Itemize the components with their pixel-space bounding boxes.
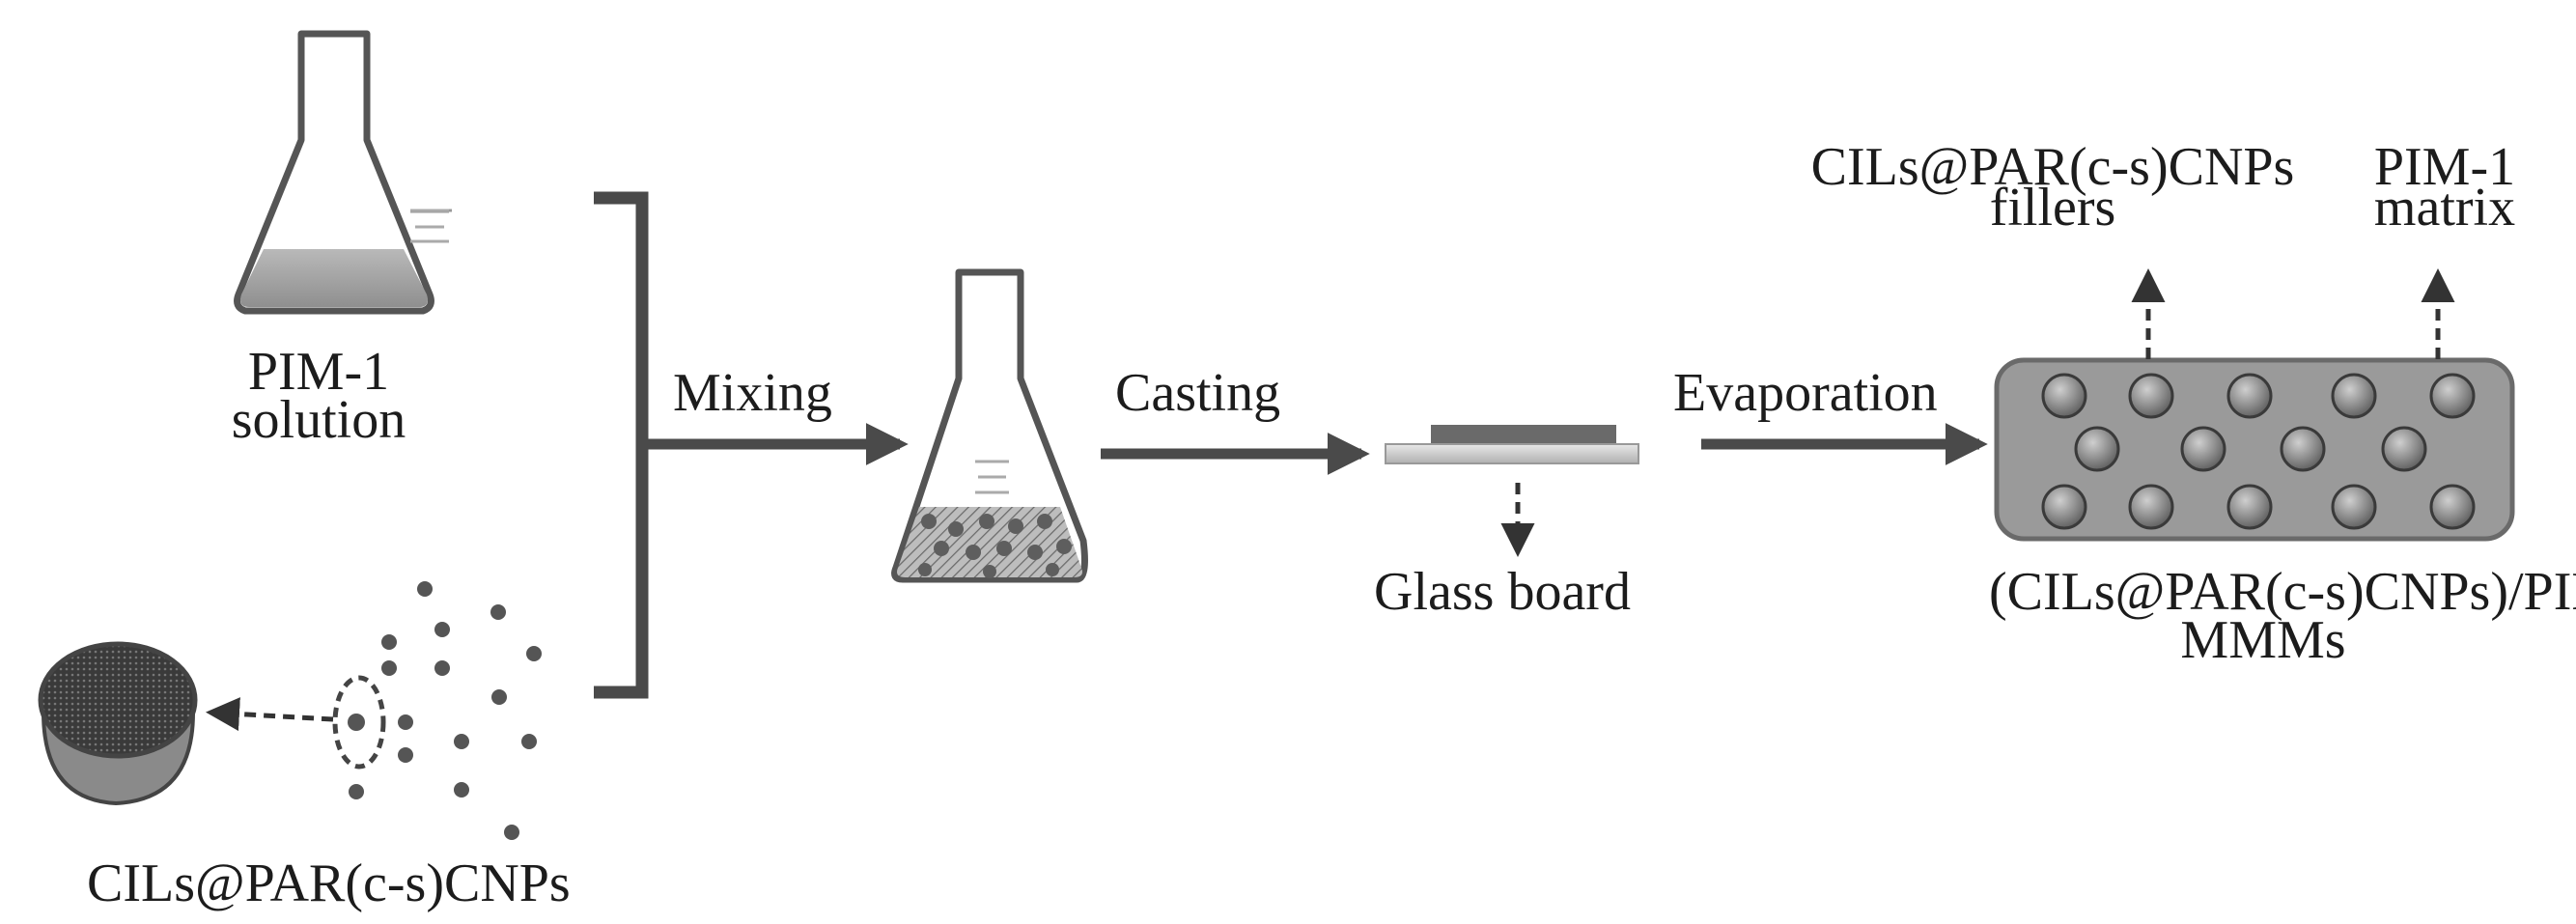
pim-solution-label: PIM-1 solution [203, 342, 434, 450]
membrane-line1: (CILs@PAR(c-s)CNPs)/PIM [1989, 562, 2576, 622]
particle-highlight-ring [332, 675, 386, 770]
evaporation-label: Evaporation [1673, 363, 1938, 423]
mixed-flask-particles [918, 514, 1072, 578]
flask-1-graduations [410, 209, 449, 243]
pim-solution-line1: PIM-1 [247, 342, 390, 402]
particle-to-dish-pointer [206, 697, 334, 732]
glass-board-icon [1385, 425, 1639, 464]
combine-bracket [594, 191, 649, 699]
membrane-icon [1994, 357, 2515, 542]
membrane-filler-particles [2041, 373, 2476, 530]
membrane-label: (CILs@PAR(c-s)CNPs)/PIM MMMs [1989, 562, 2576, 667]
casting-label: Casting [1115, 363, 1281, 423]
matrix-line1: PIM-1 [2373, 137, 2516, 197]
nanoparticles-label: CILs@PAR(c-s)CNPs [87, 854, 571, 913]
nanoparticle-spray [348, 581, 542, 840]
mixing-label: Mixing [673, 363, 832, 423]
pim-solution-line2: solution [231, 390, 406, 450]
membrane-line2: MMMs [2180, 610, 2346, 670]
mixed-flask-icon [891, 268, 1088, 583]
matrix-line2: matrix [2373, 178, 2516, 238]
fillers-line2: fillers [1989, 178, 2116, 238]
glass-board-label: Glass board [1374, 562, 1631, 622]
fillers-line1: CILs@PAR(c-s)CNPs [1810, 137, 2295, 197]
petri-dish-icon [38, 641, 198, 806]
pim-solution-flask-icon [234, 30, 452, 315]
matrix-label: PIM-1 matrix [2348, 137, 2541, 238]
fillers-label: CILs@PAR(c-s)CNPs fillers [1802, 137, 2304, 238]
